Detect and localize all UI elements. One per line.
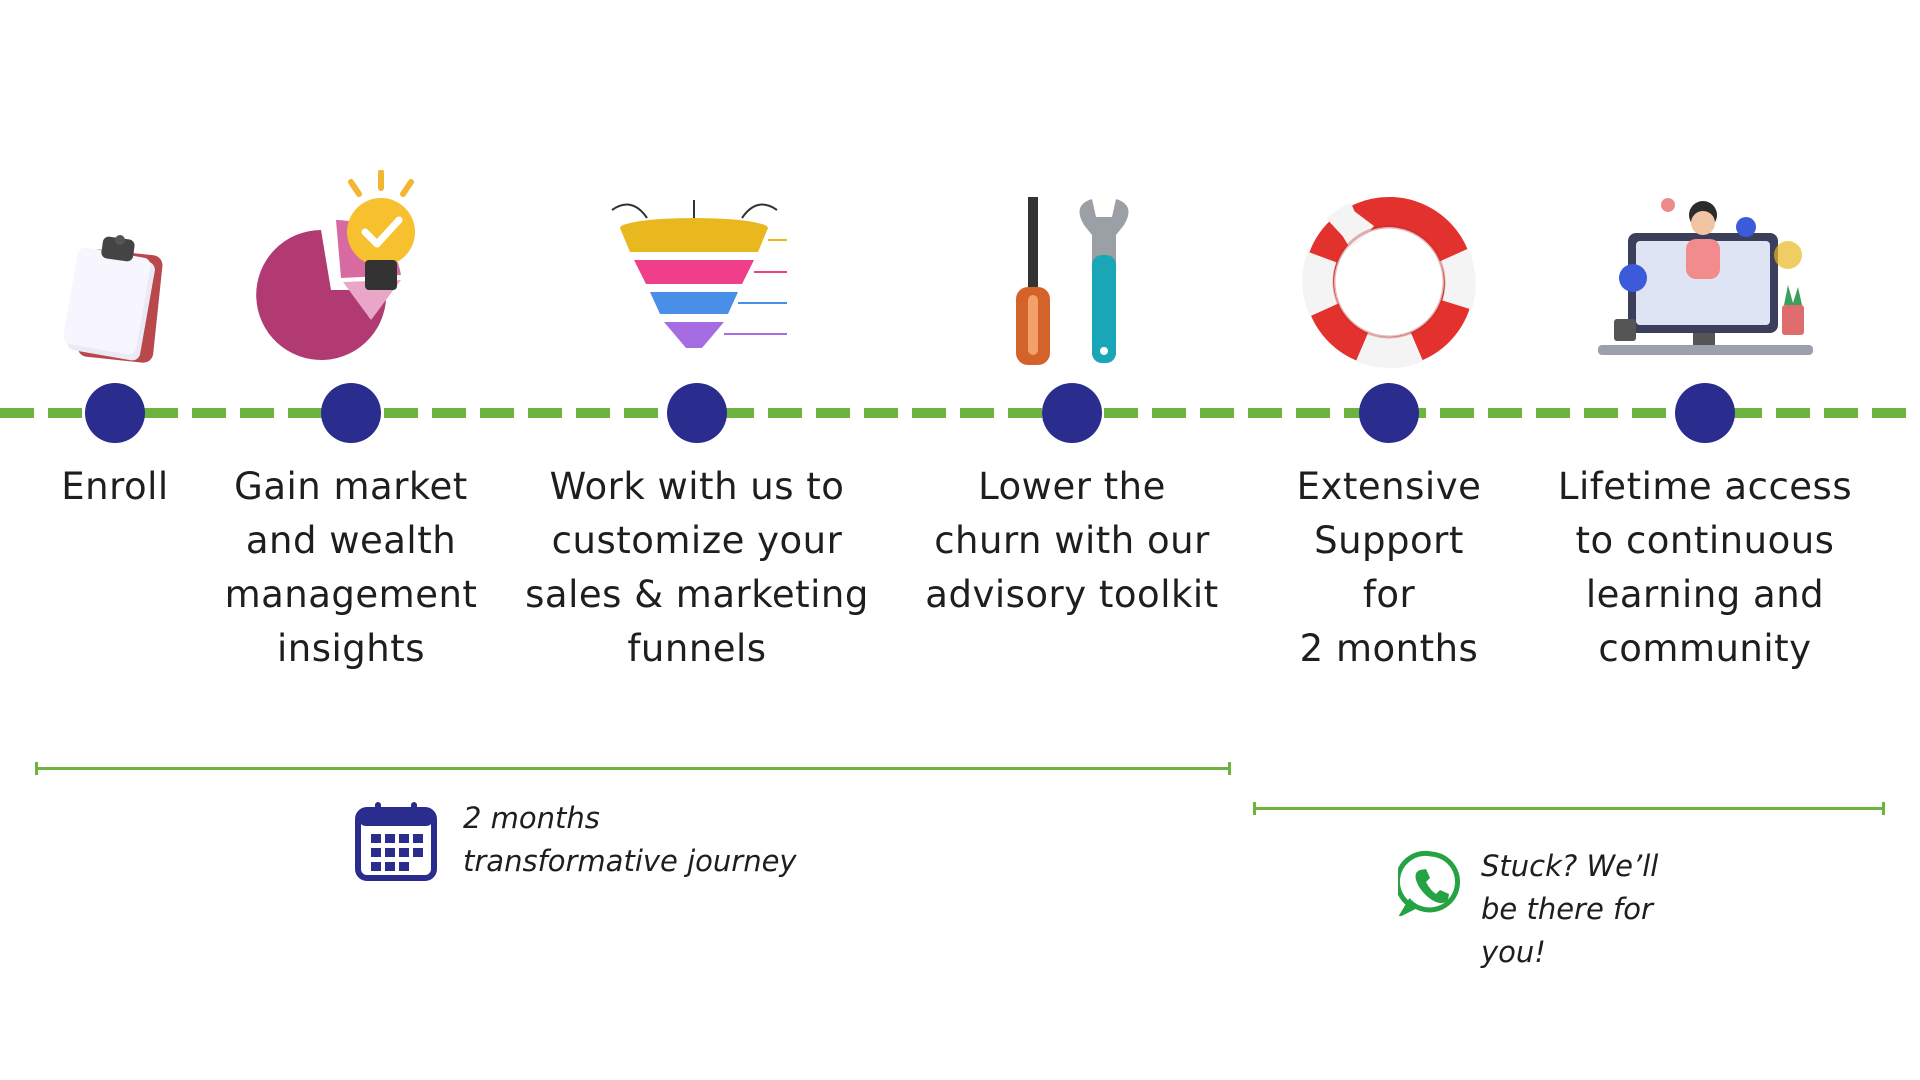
step-market-insights: Gain market and wealth management insigh… <box>225 0 477 670</box>
timeline-dot <box>1042 383 1102 443</box>
step-label: Work with us to customize your sales & m… <box>525 465 869 670</box>
timeline-dot <box>321 383 381 443</box>
journey-range-bracket <box>35 762 1231 775</box>
step-support: Extensive Support for 2 months <box>1297 0 1481 670</box>
step-toolkit: Lower the churn with our advisory toolki… <box>925 0 1218 616</box>
step-label: Gain market and wealth management insigh… <box>224 465 478 670</box>
timeline-dot <box>85 383 145 443</box>
timeline-dot <box>1675 383 1735 443</box>
timeline-dot <box>1359 383 1419 443</box>
support-note: Stuck? We’ll be there for you! <box>1481 849 1659 969</box>
online-learning-icon <box>1595 160 1815 370</box>
step-lifetime-access: Lifetime access to continuous learning a… <box>1558 0 1852 670</box>
timeline-dashed-line <box>0 408 1920 418</box>
whatsapp-icon <box>1395 850 1464 920</box>
screwdriver-wrench-icon <box>962 160 1182 370</box>
lifebuoy-icon <box>1279 160 1499 370</box>
step-funnels: Work with us to customize your sales & m… <box>525 0 868 670</box>
step-label: Lower the churn with our advisory toolki… <box>925 465 1219 616</box>
step-label: Extensive Support for 2 months <box>1296 465 1482 670</box>
funnel-icon <box>587 160 807 370</box>
support-range-bracket <box>1253 802 1885 815</box>
timeline-dot <box>667 383 727 443</box>
calendar-icon <box>355 800 437 886</box>
clipboard-icon <box>5 160 225 370</box>
journey-duration-note: 2 months transformative journey <box>463 801 797 878</box>
pie-chart-lightbulb-icon <box>241 160 461 370</box>
step-label: Enroll <box>61 465 169 508</box>
step-enroll: Enroll <box>61 0 168 508</box>
step-label: Lifetime access to continuous learning a… <box>1557 465 1853 670</box>
